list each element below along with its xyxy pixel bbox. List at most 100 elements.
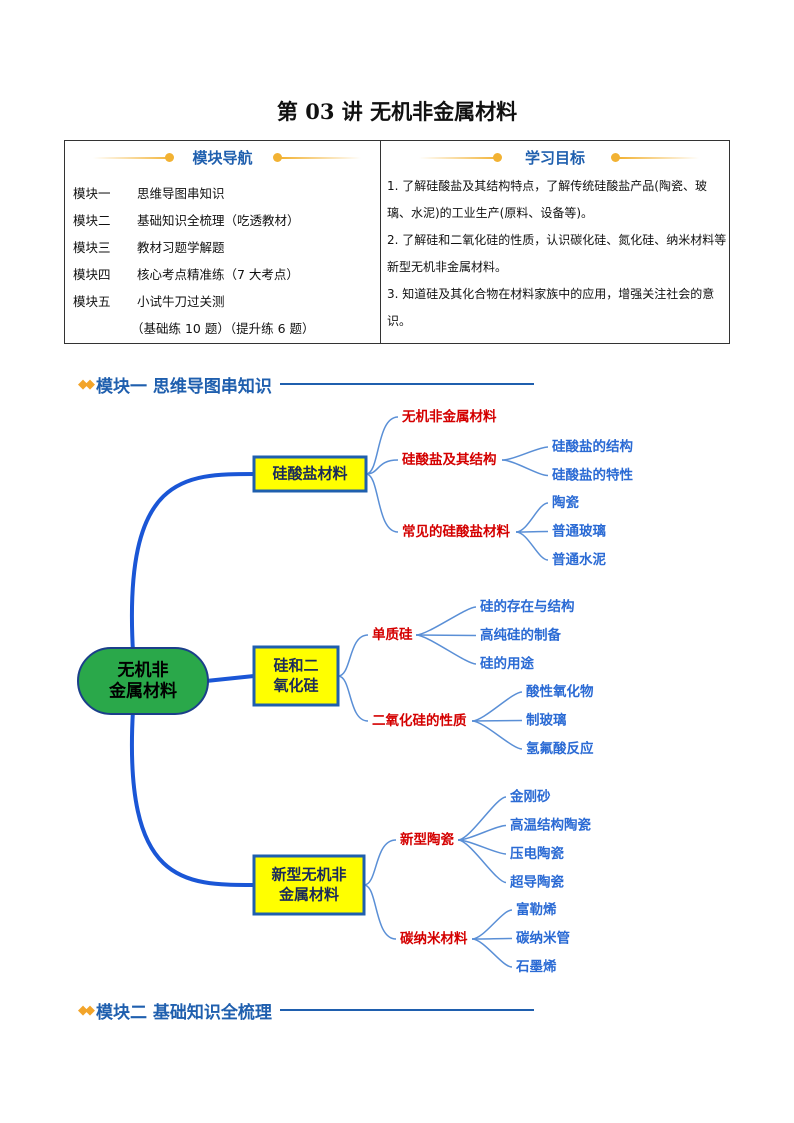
leaf-connector: [501, 446, 549, 461]
leaf-topic-label: 金刚砂: [509, 788, 551, 805]
section-title: 模块一 思维导图串知识: [96, 376, 272, 397]
decor-dot-icon: [611, 153, 620, 162]
branch-connector: [337, 634, 369, 677]
leaf-connector: [471, 720, 523, 750]
learning-goal: 3. 知道硅及其化合物在材料家族中的应用，增强关注社会的意识。: [387, 287, 715, 328]
nav-item-label: 核心考点精准练（7 大考点）: [137, 267, 299, 282]
learning-goal: 1. 了解硅酸盐及其结构特点，了解传统硅酸盐产品(陶瓷、玻璃、水泥)的工业生产(…: [387, 179, 707, 220]
learning-goals-header: 学习目标: [381, 147, 729, 169]
leaf-connector: [501, 459, 549, 477]
leaf-connector: [457, 839, 507, 884]
leaf-topic-label: 普通水泥: [552, 551, 606, 568]
decor-dot-icon: [273, 153, 282, 162]
branch-node: [252, 455, 368, 493]
leaf-connector: [515, 502, 549, 533]
leaf-topic-label: 高温结构陶瓷: [510, 817, 591, 834]
leaf-topic-label: 制玻璃: [526, 712, 567, 729]
branch-connector: [365, 473, 399, 533]
overview-table: 模块导航 模块一 思维导图串知识 模块二 基础知识全梳理（吃透教材） 模块三教材习题…: [64, 140, 730, 344]
branch-node-label: 金属材料: [278, 886, 339, 904]
learning-goal: 2. 了解硅和二氧化硅的性质，认识碳化硅、氮化硅、纳米材料等新型无机非金属材料。: [387, 233, 727, 274]
sub-topic-label: 二氧化硅的性质: [372, 712, 467, 729]
sub-topic-label: 单质硅: [372, 626, 413, 643]
leaf-connector: [471, 938, 513, 968]
decor-dot-icon: [165, 153, 174, 162]
double-diamond-icon: ◆◆: [78, 1002, 95, 1018]
leaf-topic-label: 氢氟酸反应: [526, 740, 594, 757]
sub-topic-label: 无机非金属材料: [401, 408, 497, 425]
nav-item[interactable]: 模块三教材习题学解题: [73, 237, 225, 256]
leaf-topic-label: 硅的存在与结构: [480, 598, 575, 615]
root-node-label: 无机非: [117, 660, 169, 681]
learning-goals-column: 学习目标 1. 了解硅酸盐及其结构特点，了解传统硅酸盐产品(陶瓷、玻璃、水泥)的…: [381, 141, 729, 343]
section-heading-2: ◆◆ 模块二 基础知识全梳理: [78, 997, 534, 1023]
leaf-topic-label: 碳纳米管: [516, 930, 570, 947]
leaf-topic-label: 石墨烯: [515, 958, 557, 975]
leaf-connector: [471, 719, 523, 722]
leaf-connector: [471, 909, 513, 940]
nav-item-key: 模块二: [73, 213, 111, 228]
branch-node: [252, 645, 340, 707]
branch-connector: [363, 884, 397, 940]
leaf-topic-label: 硅酸盐的特性: [552, 467, 633, 484]
nav-item-key: 模块一: [73, 186, 111, 201]
section-title: 模块二 基础知识全梳理: [96, 1002, 272, 1023]
root-connector: [129, 708, 256, 887]
nav-item-key: 模块五: [73, 294, 111, 309]
nav-item-label: 思维导图串知识: [137, 186, 225, 201]
module-nav-title: 模块导航: [192, 149, 253, 167]
branch-node-label: 氧化硅: [272, 677, 318, 695]
root-connector: [129, 472, 256, 654]
nav-item[interactable]: 模块五小试牛刀过关测: [73, 291, 225, 310]
leaf-connector: [457, 839, 507, 855]
leaf-connector: [415, 606, 477, 636]
branch-node-label: 新型无机非: [271, 866, 346, 884]
nav-item-extra: （基础练 10 题）（提升练 6 题）: [131, 321, 315, 336]
module-nav-column: 模块导航 模块一 思维导图串知识 模块二 基础知识全梳理（吃透教材） 模块三教材习题…: [65, 141, 381, 343]
branch-connector: [365, 459, 399, 475]
page-title: 第 03 讲 无机非金属材料: [276, 99, 518, 124]
branch-node: [252, 854, 366, 916]
sub-topic-label: 碳纳米材料: [400, 930, 468, 947]
leaf-connector: [415, 634, 477, 665]
root-connector: [204, 674, 256, 683]
leaf-topic-label: 富勒烯: [516, 901, 557, 918]
section-heading-1: ◆◆ 模块一 思维导图串知识: [78, 371, 534, 397]
decor-line-left: [419, 157, 499, 159]
branch-connector: [337, 675, 369, 722]
double-diamond-icon: ◆◆: [78, 376, 95, 392]
nav-item[interactable]: 模块二 基础知识全梳理（吃透教材）: [73, 210, 300, 229]
root-node: [77, 647, 209, 715]
leaf-connector: [415, 634, 477, 637]
leaf-connector: [457, 824, 507, 841]
decor-line-right: [281, 157, 361, 159]
root-node-label: 金属材料: [108, 681, 177, 702]
leaf-topic-label: 陶瓷: [552, 494, 580, 511]
nav-item[interactable]: 模块四 核心考点精准练（7 大考点）: [73, 264, 299, 283]
section-rule: [279, 1009, 534, 1011]
sub-topic-label: 新型陶瓷: [400, 831, 454, 848]
decor-line-right: [619, 157, 699, 159]
learning-goals-title: 学习目标: [524, 149, 585, 167]
branch-node-label: 硅酸盐材料: [272, 465, 347, 483]
nav-item-label: 基础知识全梳理（吃透教材）: [137, 213, 300, 228]
decor-line-left: [93, 157, 173, 159]
leaf-topic-label: 硅酸盐的结构: [552, 438, 633, 455]
leaf-connector: [515, 531, 549, 561]
leaf-topic-label: 压电陶瓷: [510, 845, 564, 862]
nav-item[interactable]: 模块一 思维导图串知识: [73, 183, 225, 202]
nav-item-key: 模块四: [73, 267, 111, 282]
leaf-connector: [471, 937, 513, 940]
branch-connector: [363, 839, 397, 886]
leaf-topic-label: 高纯硅的制备: [480, 627, 561, 644]
mind-map: 无机非金属材料硅酸盐及其结构硅酸盐的结构硅酸盐的特性常见的硅酸盐材料陶瓷普通玻璃…: [77, 408, 633, 975]
branch-connector: [365, 416, 399, 475]
sub-topic-label: 常见的硅酸盐材料: [402, 523, 510, 540]
decor-dot-icon: [493, 153, 502, 162]
leaf-topic-label: 硅的用途: [480, 655, 534, 672]
leaf-topic-label: 普通玻璃: [552, 523, 606, 540]
leaf-connector: [471, 691, 523, 722]
leaf-connector: [515, 530, 549, 533]
section-rule: [279, 383, 534, 385]
nav-item-label: 教材习题学解题: [137, 240, 225, 255]
